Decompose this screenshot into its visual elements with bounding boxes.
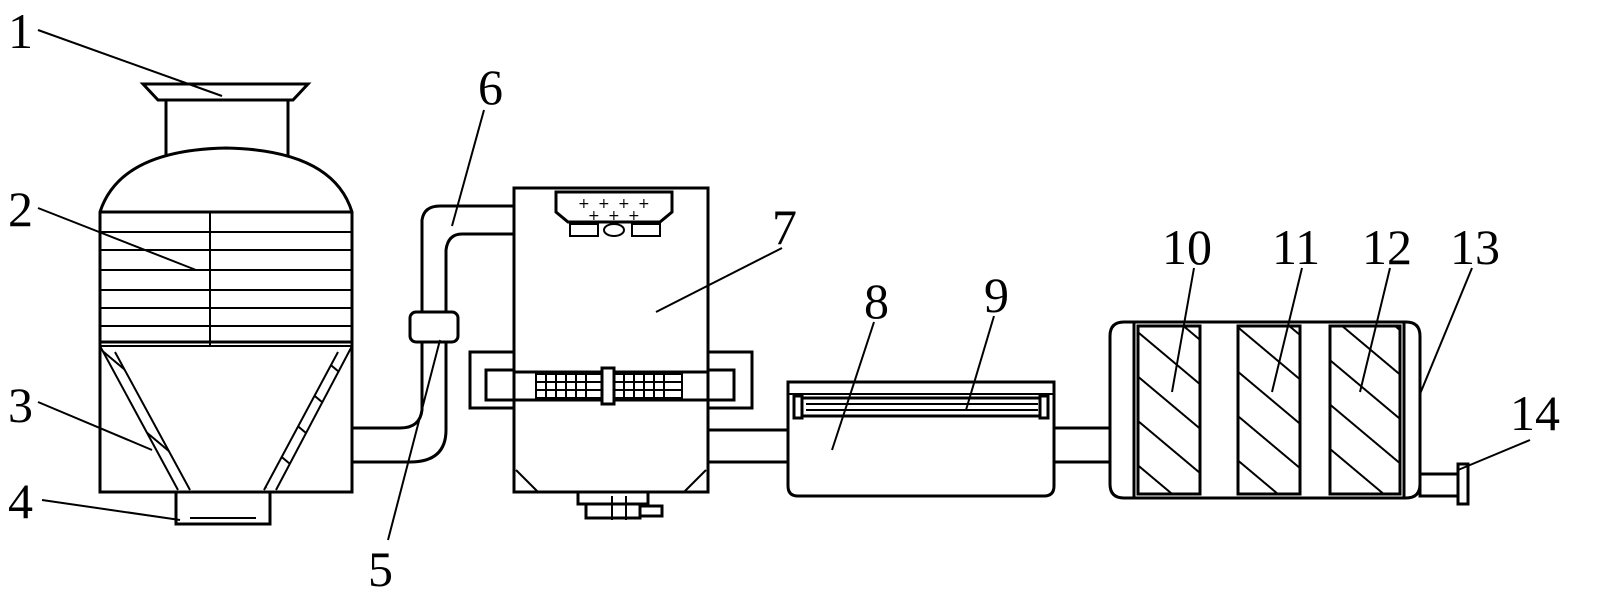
label-6: 6 <box>478 59 503 115</box>
filter-box <box>1108 320 1470 506</box>
bottom-outlet <box>174 490 272 526</box>
label-11: 11 <box>1272 219 1320 275</box>
label-1: 1 <box>8 3 33 59</box>
label-12: 12 <box>1362 219 1412 275</box>
svg-text:+: + <box>638 196 650 212</box>
label-9: 9 <box>984 267 1009 323</box>
leader-lines <box>37 29 1531 541</box>
pipe-7-8 <box>708 428 792 464</box>
filter-screen <box>794 396 1048 418</box>
label-7: 7 <box>772 199 797 255</box>
roller-screen <box>535 366 683 406</box>
label-4: 4 <box>8 473 33 529</box>
pipe-8-10 <box>1054 426 1112 464</box>
filter-layer-11 <box>1236 324 1302 496</box>
label-10: 10 <box>1162 219 1212 275</box>
tower-body <box>98 146 354 494</box>
filter-layer-10 <box>1136 324 1202 496</box>
filter-layer-12 <box>1328 324 1402 496</box>
svg-text:+: + <box>608 208 620 224</box>
svg-text:+: + <box>628 208 640 224</box>
svg-text:+: + <box>598 196 610 212</box>
svg-text:+: + <box>588 208 600 224</box>
pipe-valve <box>408 310 460 344</box>
top-module <box>554 190 674 224</box>
filter-layers <box>100 210 352 347</box>
label-2: 2 <box>8 181 33 237</box>
connecting-pipe <box>352 204 514 464</box>
feed-hopper <box>139 82 312 102</box>
settling-tank <box>786 380 1056 498</box>
label-14: 14 <box>1510 385 1560 441</box>
label-8: 8 <box>864 273 889 329</box>
label-5: 5 <box>368 541 393 597</box>
cone-section <box>99 345 353 491</box>
svg-text:+: + <box>618 196 630 212</box>
treatment-chamber: ++++ +++ <box>468 186 754 520</box>
part-labels: 1 2 3 4 5 6 7 8 9 10 11 12 13 14 <box>8 3 1560 597</box>
chamber-body <box>512 186 710 494</box>
label-3: 3 <box>8 377 33 433</box>
svg-text:+: + <box>578 196 590 212</box>
feed-tower <box>98 82 354 526</box>
label-13: 13 <box>1450 219 1500 275</box>
